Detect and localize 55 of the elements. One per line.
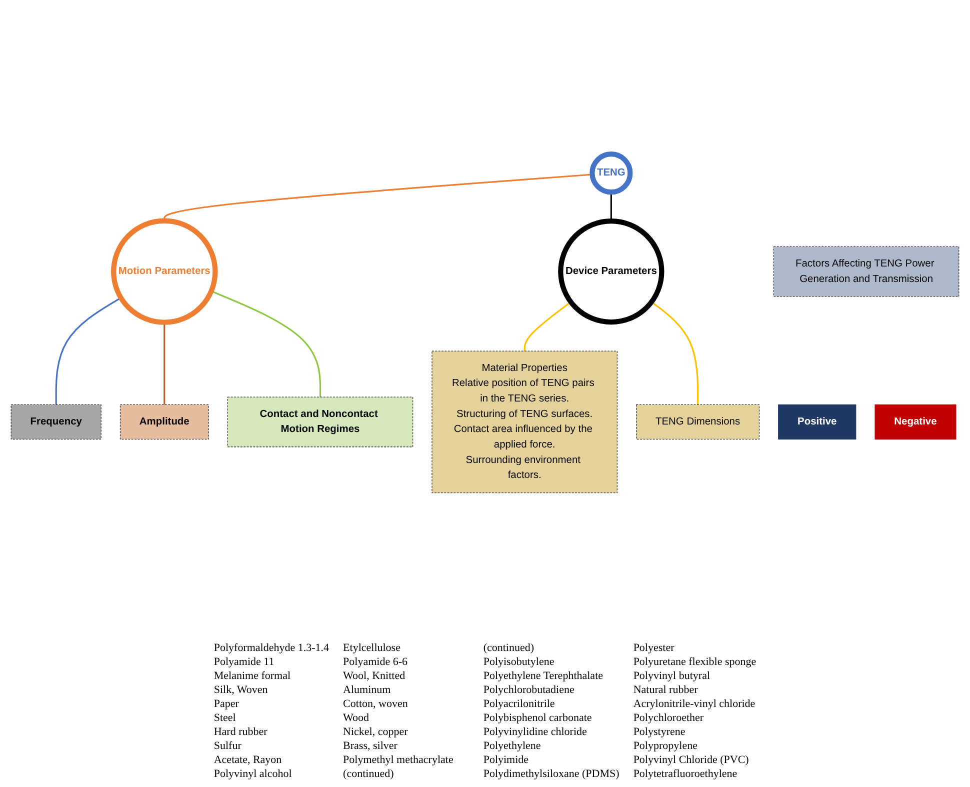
material-name: Aluminum (343, 683, 392, 697)
material-name: Hard rubber (214, 725, 268, 739)
material-name: Polyethylene (483, 739, 542, 753)
connector (55, 297, 122, 405)
material-name: (continued) (343, 767, 395, 781)
material-name: Polyacrilonitrile (483, 697, 556, 711)
node-box: Frequency (10, 404, 102, 440)
connector (651, 301, 699, 405)
material-name: Polyamide 6-6 (343, 655, 409, 669)
material-name: Polyvinyl alcohol (214, 767, 293, 781)
node-box: Contact and Noncontact Motion Regimes (227, 396, 414, 448)
material-name: Polyvinyl Chloride (PVC) (633, 753, 750, 767)
material-name: Sulfur (214, 739, 242, 753)
material-name: Silk, Woven (214, 683, 269, 697)
material-name: Etylcellulose (343, 641, 402, 655)
material-name: Polyethylene Terephthalate (483, 669, 604, 683)
material-name: Melanime formal (214, 669, 292, 683)
material-name: Polyvinyl butyral (633, 669, 712, 683)
material-name: Polyformaldehyde 1.3-1.4 (214, 641, 330, 655)
material-name: Polyimide (483, 753, 530, 767)
material-name: Polyester (633, 641, 676, 655)
material-name: Acetate, Rayon (214, 753, 283, 767)
material-name: Polyamide 11 (214, 655, 276, 669)
node-circle: Device Parameters (558, 218, 664, 325)
material-name: Brass, silver (343, 739, 398, 753)
material-name: Acrylonitrile-vinyl chloride (633, 697, 756, 711)
material-name: Wool, Knitted (343, 669, 406, 683)
material-name: Polypropylene (633, 739, 698, 753)
connector (210, 290, 322, 398)
connector (524, 301, 572, 352)
node-box: Amplitude (120, 404, 209, 440)
node-box: Positive (778, 404, 856, 440)
material-name: Polytetrafluoroethylene (633, 767, 738, 781)
material-name: Natural rubber (633, 683, 699, 697)
material-name: Wood (343, 711, 370, 725)
material-name: Polystyrene (633, 725, 686, 739)
node-circle: Motion Parameters (111, 218, 218, 325)
material-name: Cotton, woven (343, 697, 409, 711)
material-name: Polymethyl methacrylate (343, 753, 454, 767)
material-name: Steel (214, 711, 237, 725)
material-name: Polychloroether (633, 711, 705, 725)
material-name: Polydimethylsiloxane (PDMS) (483, 767, 620, 781)
node-box: Negative (874, 404, 956, 440)
material-name: Polyisobutylene (483, 655, 556, 669)
material-name: Polyuretane flexible sponge (633, 655, 756, 669)
node-box: TENG Dimensions (636, 404, 760, 440)
material-name: Nickel, copper (343, 725, 409, 739)
material-name: (continued) (483, 641, 536, 655)
material-name: Polyvinylidine chloride (483, 725, 588, 739)
node-box: Factors Affecting TENG Power Generation and Transmission (773, 246, 960, 297)
material-name: Polybisphenol carbonate (483, 711, 593, 725)
node-box: Material Properties Relative position of TENG pairs in the TENG series. Structuring of TENG surfaces. Contact area influenced by the applied force. Surrounding environment factors. (432, 350, 618, 494)
material-name: Polychlorobutadiene (483, 683, 576, 697)
material-name: Paper (214, 697, 240, 711)
node-circle: TENG (590, 152, 633, 195)
